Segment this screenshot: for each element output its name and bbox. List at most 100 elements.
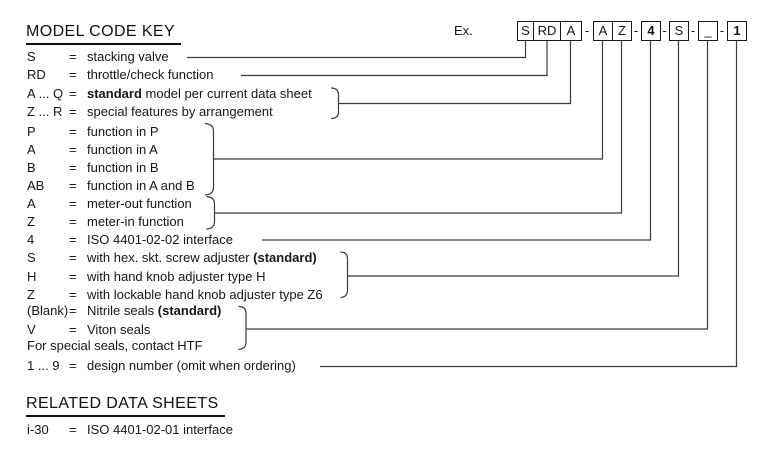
special-seals-note: For special seals, contact HTF [27, 337, 203, 355]
code-row: S=with hex. skt. screw adjuster (standar… [27, 249, 317, 267]
dash-separator: - [584, 23, 590, 38]
code-description: ISO 4401-02-02 interface [87, 232, 233, 247]
code-row: V = Viton seals [27, 321, 150, 339]
code-description: stacking valve [87, 49, 169, 64]
code-label: Z [27, 214, 35, 229]
dash-separator: - [633, 23, 639, 38]
code-row: Z = with lockable hand knob adjuster type … [27, 286, 323, 304]
code-description: design number (omit when ordering) [87, 358, 296, 373]
code-box-stacking: S [517, 21, 534, 41]
connector-a-standard [338, 41, 572, 105]
equals-sign: = [69, 322, 77, 337]
dash-separator: - [662, 23, 667, 38]
code-row: RD=throttle/check function [27, 66, 213, 84]
code-label: A ... Q [27, 86, 64, 101]
brace-function-group [204, 122, 215, 196]
example-group-function: A Z [593, 21, 632, 41]
code-row: A ... Q = standard model per current data … [27, 85, 312, 103]
dash-separator: - [719, 23, 725, 38]
equals-sign: = [69, 269, 77, 284]
code-box-adjuster: S [669, 21, 689, 41]
brace-standard-group [330, 87, 340, 120]
page-title: MODEL CODE KEY [26, 23, 182, 45]
code-label: i-30 [27, 422, 49, 437]
equals-sign: = [69, 104, 77, 119]
code-label: A [27, 142, 36, 157]
related-data-row: i-30 = ISO 4401-02-01 interface [27, 421, 233, 439]
equals-sign: = [69, 67, 77, 82]
code-label: Z ... R [27, 104, 63, 119]
code-description: ISO 4401-02-01 interface [87, 422, 233, 437]
code-row: A = meter-out function [27, 195, 192, 213]
code-label: S [27, 49, 36, 64]
code-description: standard model per current data sheet [87, 86, 312, 101]
example-group-adjuster: S [669, 21, 689, 41]
example-group-design: 1 [727, 21, 747, 41]
code-box-throttle: RD [533, 21, 561, 41]
equals-sign: = [69, 287, 77, 302]
equals-sign: = [69, 178, 77, 193]
connector-z-meter [214, 41, 623, 214]
code-label: RD [27, 67, 46, 82]
code-row: P=function in P [27, 123, 159, 141]
equals-sign: = [69, 124, 77, 139]
equals-sign: = [69, 303, 77, 318]
code-label: A [27, 196, 36, 211]
connector-1-design [320, 41, 738, 368]
code-label: 1 ... 9 [27, 358, 60, 373]
code-row: Z=meter-in function [27, 213, 184, 231]
code-box-meter: Z [612, 21, 632, 41]
equals-sign: = [69, 358, 77, 373]
code-description: with hand knob adjuster type H [87, 269, 266, 284]
code-row: S = stacking valve [27, 48, 169, 66]
code-label: V [27, 322, 36, 337]
connector-s-adjuster [347, 41, 680, 277]
example-group-prefix: S RD A [517, 21, 582, 41]
example-label: Ex. [454, 23, 473, 38]
connector-rd-throttle [241, 41, 548, 77]
code-row: Z ... R = special features by arrangement [27, 103, 273, 121]
code-description: meter-out function [87, 196, 192, 211]
brace-meter-group [206, 195, 216, 230]
code-description: Viton seals [87, 322, 151, 337]
equals-sign: = [69, 49, 77, 64]
code-row: B = function in B [27, 159, 159, 177]
code-row: 4 = ISO 4401-02-02 interface [27, 231, 233, 249]
equals-sign: = [69, 422, 77, 437]
code-description: Nitrile seals (standard) [87, 303, 222, 318]
code-label: Z [27, 287, 35, 302]
code-label: (Blank) [27, 303, 69, 318]
equals-sign: = [69, 160, 77, 175]
code-description: special features by arrangement [87, 104, 273, 119]
equals-sign: = [69, 142, 77, 157]
code-description: with lockable hand knob adjuster type Z6 [87, 287, 323, 302]
code-label: H [27, 269, 37, 284]
code-box-model: A [560, 21, 582, 41]
dash-separator: - [690, 23, 696, 38]
code-label: S [27, 250, 36, 265]
related-data-sheets-title: RELATED DATA SHEETS [26, 395, 225, 417]
code-row: A = function in A [27, 141, 158, 159]
code-label: 4 [27, 232, 35, 247]
equals-sign: = [69, 196, 77, 211]
code-description: For special seals, contact HTF [27, 338, 203, 353]
equals-sign: = [69, 232, 77, 247]
code-label: B [27, 160, 36, 175]
code-box-interface: 4 [641, 21, 661, 41]
connector-4-interface [262, 41, 652, 241]
code-label: AB [27, 178, 45, 193]
example-group-seals: _ [698, 21, 718, 41]
code-description: function in B [87, 160, 159, 175]
code-row: H = with hand knob adjuster type H [27, 268, 266, 286]
code-row: 1 ... 9 = design number (omit when orderin… [27, 357, 296, 375]
code-description: function in A [87, 142, 158, 157]
brace-seals-group [238, 305, 247, 351]
code-box-function: A [593, 21, 613, 41]
code-box-seals: _ [698, 21, 718, 41]
code-description: with hex. skt. screw adjuster (standard) [87, 250, 317, 265]
code-row: (Blank)= Nitrile seals (standard) [27, 302, 221, 320]
example-group-interface: 4 [641, 21, 661, 41]
code-box-design: 1 [727, 21, 747, 41]
equals-sign: = [69, 86, 77, 101]
